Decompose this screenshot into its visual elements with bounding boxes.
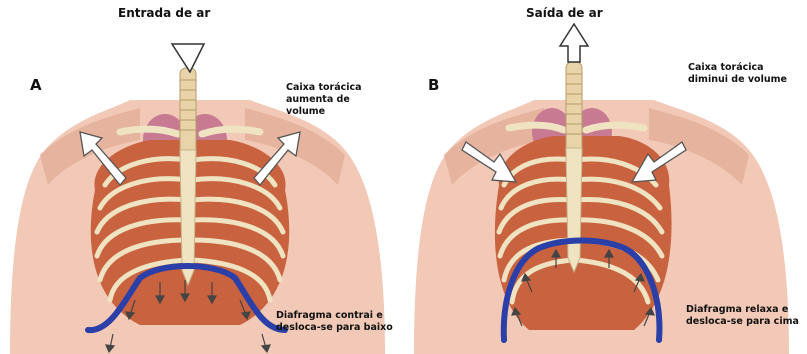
trachea (180, 68, 196, 160)
air-outflow-arrow (560, 24, 588, 62)
diaphragm-note: Diafragma contrai e desloca-se para baix… (276, 310, 396, 334)
thorax-illustration-a (0, 0, 403, 354)
panel-title: Entrada de ar (118, 6, 210, 20)
panel-exhalation: Saída de ar B Caixa torácica diminui de … (404, 0, 807, 354)
diaphragm-note: Diafragma relaxa e desloca-se para cima (686, 304, 802, 328)
ribcage-note: Caixa torácica aumenta de volume (286, 82, 376, 118)
ribcage-note: Caixa torácica diminui de volume (688, 62, 800, 86)
thorax-illustration-b (404, 0, 807, 354)
trachea (566, 62, 582, 158)
air-inflow-arrow (172, 44, 204, 72)
panel-letter: B (428, 76, 439, 94)
panel-inhalation: Entrada de ar A Caixa torácica aumenta d… (0, 0, 403, 354)
sternum (566, 148, 582, 272)
panel-letter: A (30, 76, 42, 94)
panel-title: Saída de ar (526, 6, 603, 20)
